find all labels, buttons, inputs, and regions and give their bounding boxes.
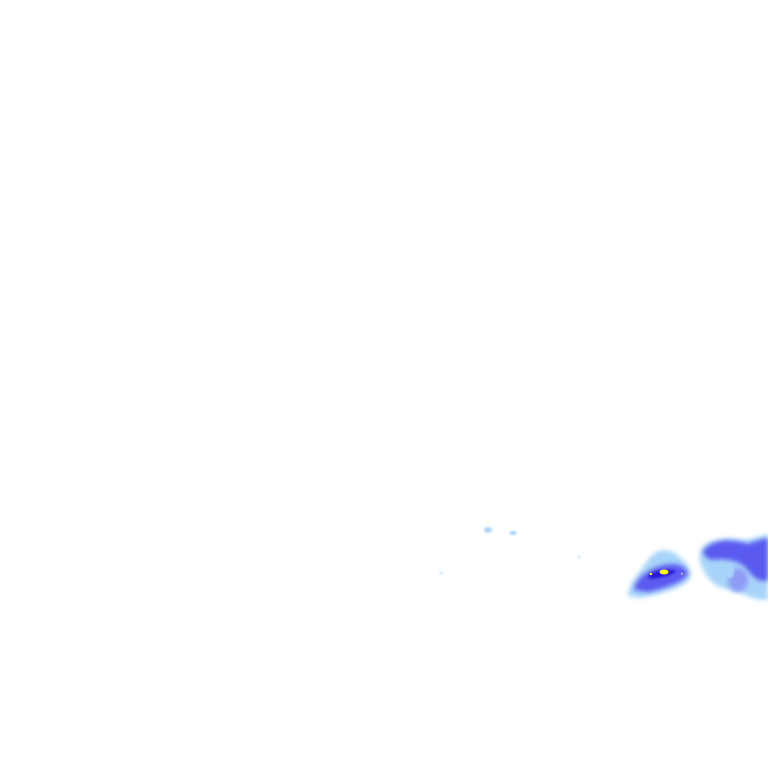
storm-cell-right bbox=[699, 534, 768, 600]
echo-small-cluster bbox=[439, 527, 581, 574]
storm-cell-left bbox=[628, 550, 691, 598]
